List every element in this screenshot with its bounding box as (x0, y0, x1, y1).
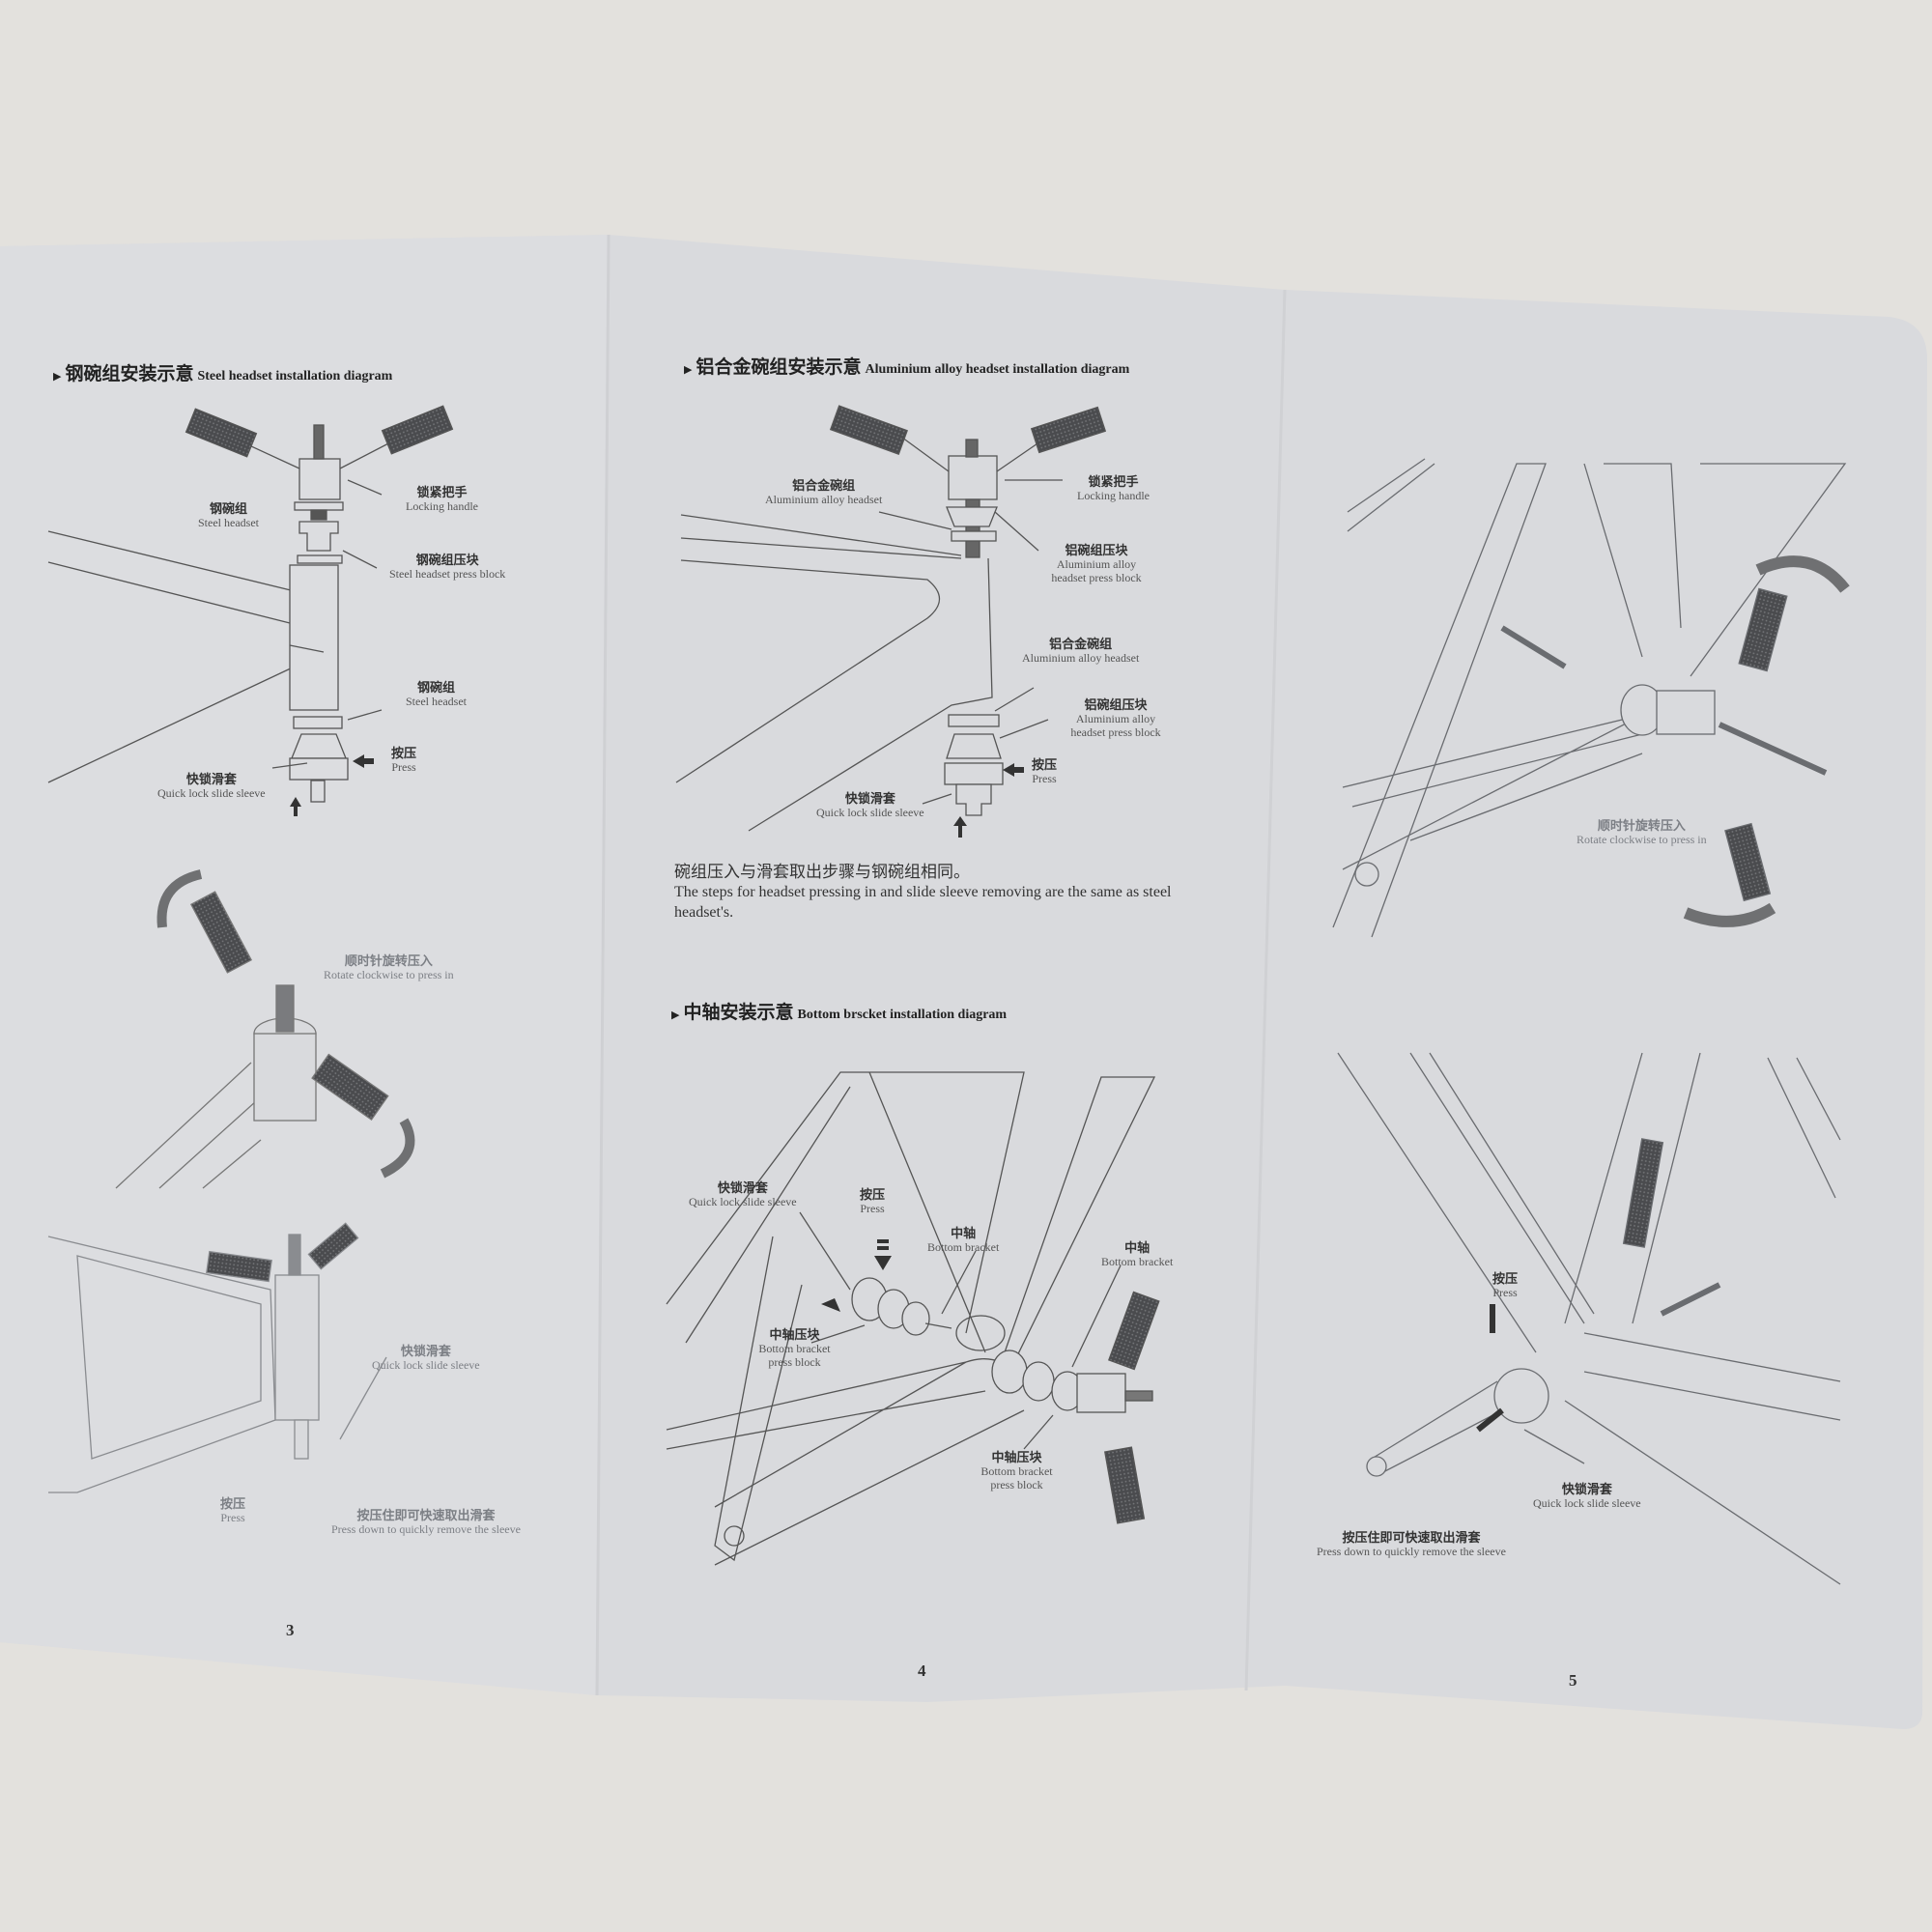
bullet-triangle-icon: ▶ (671, 1009, 680, 1021)
bb-tool-right (991, 1350, 1153, 1413)
rotate-headset-diagram (115, 869, 415, 1189)
page-number-5: 5 (1569, 1671, 1577, 1690)
steel-headset-diagram (47, 405, 454, 803)
bb-tool-left (851, 1277, 952, 1336)
same-steps-note: 碗组压入与滑套取出步骤与钢碗组相同。 The steps for headset… (674, 863, 1172, 921)
aluminium-headset-diagram (675, 405, 1107, 832)
fold-line (595, 234, 611, 1696)
bb-remove-diagram (1337, 1052, 1841, 1585)
page-number-3: 3 (286, 1621, 295, 1639)
bullet-triangle-icon: ▶ (53, 371, 62, 383)
page-3-panel (0, 235, 609, 1695)
bullet-triangle-icon: ▶ (684, 364, 693, 376)
fold-line (1244, 289, 1287, 1691)
bottom-bracket-diagram (666, 1071, 1160, 1566)
page-number-4: 4 (918, 1662, 926, 1680)
remove-sleeve-diagram (47, 1222, 387, 1493)
bb-rotate-diagram (1332, 458, 1850, 938)
press-arrow-icons (290, 754, 1024, 1312)
